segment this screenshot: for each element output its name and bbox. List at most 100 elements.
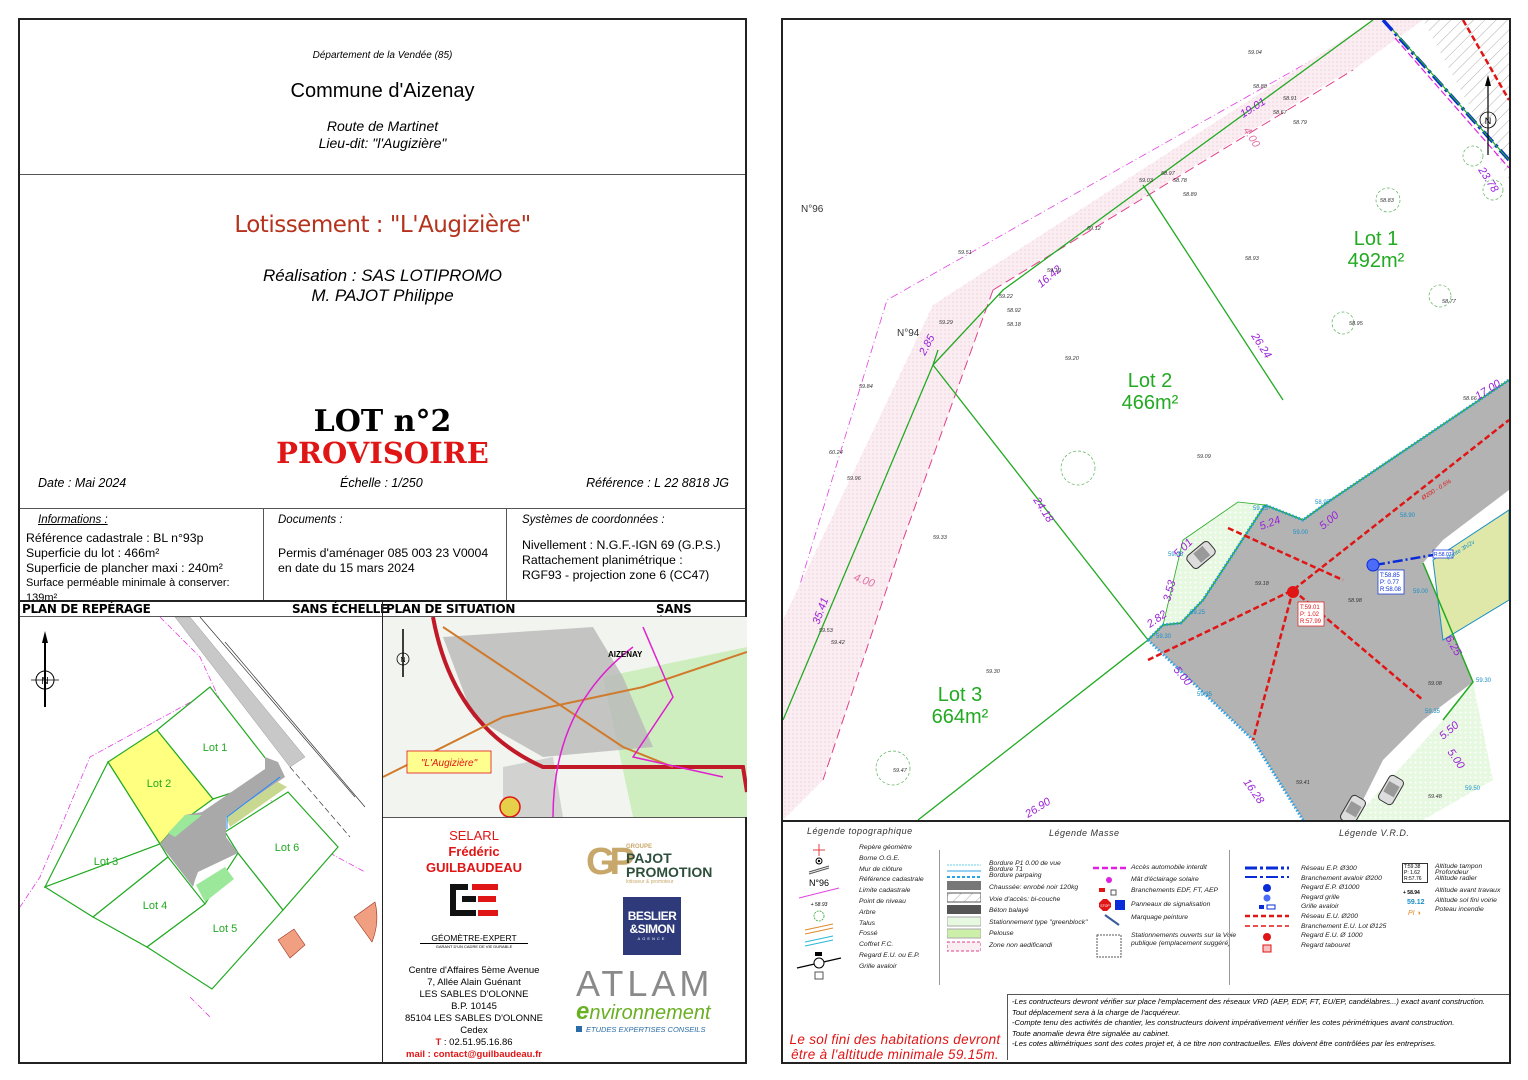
manhole-top: T:59.01 [1300, 605, 1320, 611]
legend-item: Branchement E.U. Lot Ø125 [1301, 922, 1387, 930]
fc-box-icon [815, 952, 822, 956]
legend-item: Regard E.P. Ø1000 [1301, 884, 1360, 892]
legend-item: Chaussée: enrobé noir 120kg [989, 884, 1079, 891]
spot-height: 58.95 [1349, 321, 1364, 327]
plan-reperage-scale: SANS ÉCHELLE [292, 602, 388, 616]
solar-light-icon [1106, 877, 1112, 883]
legend-item: Talus [859, 919, 875, 927]
reference-text: Référence : L 22 8818 JG [586, 476, 729, 490]
grate-icon [1259, 905, 1264, 909]
sample-finished-level: 59.12 [1407, 899, 1425, 906]
pajot-line1: PAJOT [626, 850, 672, 866]
lot-name: Lot 1 [1353, 228, 1399, 250]
informations-title: Informations : [38, 514, 108, 526]
boundary-marker-icon [815, 857, 823, 865]
coordinates-line: Nivellement : N.G.F.-IGN 69 (G.P.S.) [522, 538, 721, 552]
address-line: B.P. 10145 [451, 1001, 497, 1012]
tabouret-icon [1262, 944, 1272, 953]
phone-number[interactable]: : 02.51.95.16.86 [441, 1037, 513, 1048]
spot-height: 58.83 [1380, 198, 1395, 204]
road-height: 59.25 [1190, 610, 1206, 616]
phone-label: T [435, 1037, 442, 1048]
dimension-label: 26.90 [1022, 795, 1053, 820]
address-line: 85104 LES SABLES D'OLONNE [404, 1013, 544, 1024]
dead-end-sign-icon [1115, 900, 1125, 910]
pajot-group-text: GROUPE [626, 844, 653, 850]
coordinates-line: RGF93 - projection zone 6 (CC47) [522, 568, 710, 582]
legend-item: Marquage peinture [1131, 914, 1189, 922]
atlam-square-icon [576, 1026, 582, 1032]
legend-item: Poteau incendie [1435, 906, 1484, 914]
eu-manhole-icon [1263, 933, 1271, 941]
legend-item: Bordure T1 [989, 866, 1024, 873]
legend-item: Altitude radier [1435, 875, 1477, 882]
dimension-label: 26.24 [1248, 330, 1274, 360]
road-marking-icon [1104, 914, 1120, 926]
pajot-line2: PROMOTION [626, 864, 713, 880]
legend-vrd-labels-right: Altitude tampon Profondeur Altitude radi… [1435, 863, 1500, 915]
legend-item: Profondeur [1435, 869, 1469, 876]
legend-item: Stationnement type "greenblock" [989, 918, 1088, 926]
road-height: 59.50 [1465, 786, 1481, 792]
dimension-label: 23.78 [1475, 164, 1501, 195]
date-text: Date : Mai 2024 [38, 476, 127, 490]
documents-title: Documents : [278, 514, 343, 526]
plan-reperage-map: N Lot 1 Lot 2 Lot 3 Lot 4 Lot [20, 617, 378, 1018]
ditch-icon [804, 935, 834, 947]
manhole-depth: P: 0.77 [1380, 580, 1400, 586]
legend-topo-labels: Repère géomètre Borne O.G.E. Mur de clôt… [859, 843, 924, 973]
location-block: Route de Martinet Lieu-dit: "l'Augizière… [20, 118, 745, 152]
legend-topo-symbols: N°96 + 58.93 [796, 844, 842, 980]
note-line: -Les contructeurs devront vérifier sur p… [1012, 997, 1486, 1006]
divider [20, 600, 745, 602]
spot-height: 58.97 [1161, 171, 1176, 177]
road-height: 59.35 [1425, 709, 1441, 715]
coordinates-title: Systèmes de coordonnées : [522, 514, 665, 526]
document-line: en date du 15 mars 2024 [278, 561, 415, 575]
logo-caption: GÉOMÈTRE-EXPERT [420, 933, 528, 944]
spot-height: 59.96 [847, 476, 862, 482]
legend-item: Regard E.U. Ø 1000 [1301, 932, 1363, 940]
road-height: 59.15 [1253, 506, 1269, 512]
legend-item: Béton balayé [989, 907, 1029, 914]
scale-text: Échelle : 1/250 [340, 476, 423, 490]
divider [506, 508, 507, 600]
spot-height: 58.78 [1173, 178, 1188, 184]
spot-height: 59.04 [1248, 50, 1262, 56]
lotissement-title: Lotissement : "L'Augizière" [234, 212, 531, 238]
logo-subcaption: GARANT D'UN CADRE DE VIE DURABLE [435, 944, 513, 949]
spot-height: 59.08 [1428, 681, 1443, 687]
document-line: Permis d'aménager 085 003 23 V0004 [278, 546, 489, 560]
manhole-depth: P: 1.02 [1300, 612, 1320, 618]
road-height: 59.35 [1197, 692, 1213, 698]
legend-item: Réseau E.P. Ø300 [1301, 865, 1357, 872]
note-line: Tout déplacement sera à la charge de l'a… [1012, 1007, 1181, 1017]
atlam-env-text: nvironnement [589, 1002, 711, 1024]
sample-depth: P: 1.62 [1404, 870, 1420, 876]
spot-height: 59.41 [1296, 780, 1310, 786]
legend-item: Limite cadastrale [859, 887, 911, 895]
lot-label: Lot 3 [94, 856, 118, 868]
atlam-e-icon: e [576, 998, 590, 1025]
lot-label: Lot 1 [203, 742, 227, 754]
svg-text:N: N [400, 657, 405, 664]
town-label: AIZENAY [608, 650, 643, 659]
north-arrow-icon: N [396, 629, 410, 677]
selarl-text: SELARL [449, 828, 499, 843]
north-arrow-icon: N [1479, 75, 1497, 155]
spot-height: 58.67 [1273, 110, 1288, 116]
info-line: Superficie de plancher maxi : 240m² [26, 561, 223, 575]
plan-situation-title: PLAN DE SITUATION [386, 602, 516, 616]
car-icon [1340, 794, 1366, 820]
legend-item: Altitude tampon [1435, 863, 1483, 870]
spot-height: 58.88 [1253, 84, 1268, 90]
email-link[interactable]: mail : contact@guilbaudeau.fr [406, 1049, 542, 1060]
lot-area: 492m² [1347, 250, 1405, 272]
hydrant-icon: PI ◑ [1408, 910, 1421, 917]
legend-item: Voie d'accès: bi-couche [989, 895, 1061, 903]
legend-item: Coffret F.C. [859, 941, 894, 949]
cadastral-ref-sample: N°96 [809, 878, 829, 888]
road-height: 58.90 [1400, 513, 1416, 519]
department-text: Département de la Vendée (85) [312, 50, 453, 61]
road-height: 59.30 [1156, 634, 1172, 640]
